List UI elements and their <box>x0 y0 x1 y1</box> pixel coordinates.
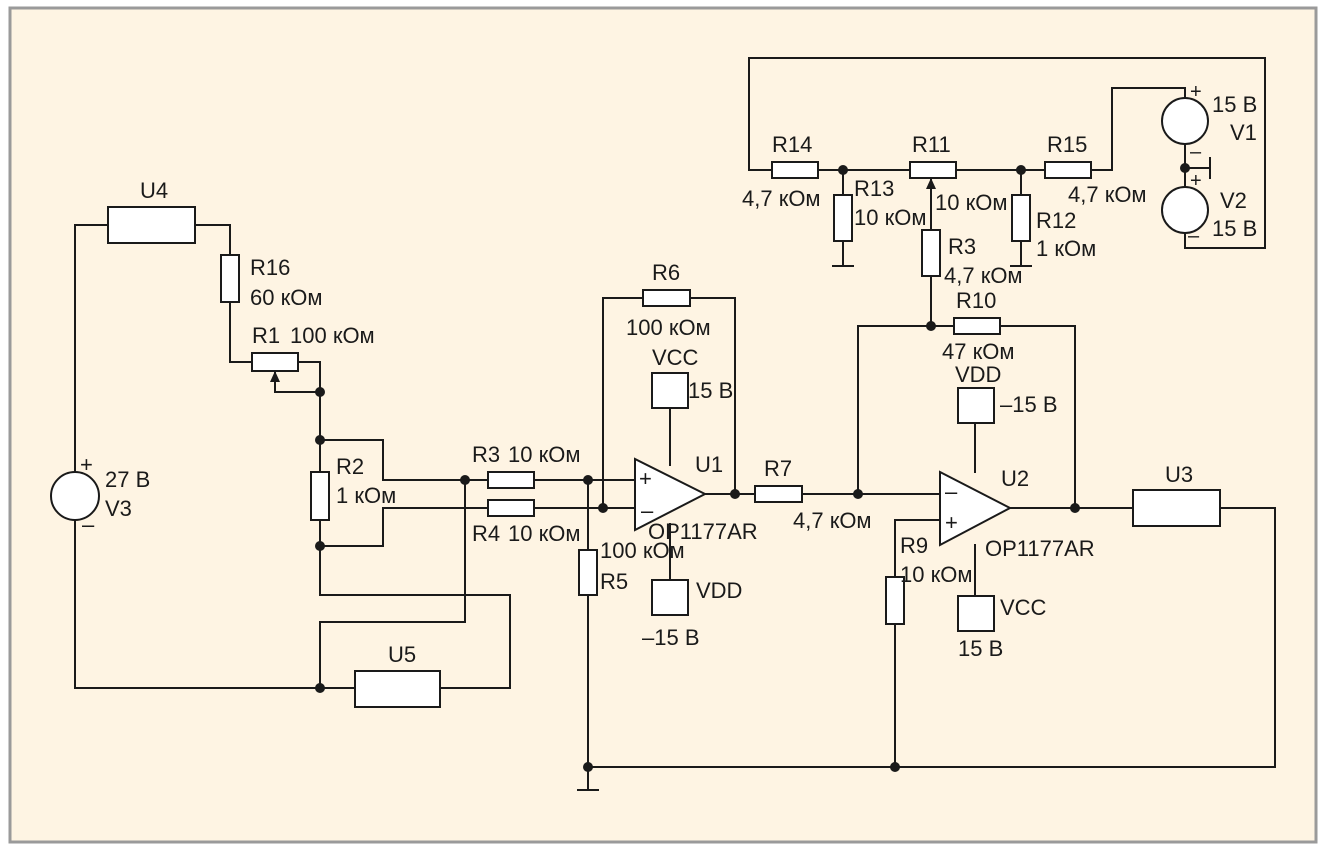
v3-plus-sign: + <box>80 452 93 477</box>
v1-plus-sign: + <box>1190 81 1202 103</box>
v3-voltage-source <box>50 471 100 521</box>
r1-potentiometer <box>251 352 299 372</box>
u1-label: U1 <box>695 452 723 477</box>
vdd2-supply-box <box>957 387 995 424</box>
v1-value: 15 В <box>1212 92 1257 117</box>
r16-resistor <box>220 254 240 303</box>
diagram-frame <box>8 6 1318 844</box>
vdd1-label: VDD <box>696 578 742 603</box>
r2-value: 1 кОм <box>336 483 396 508</box>
v1-label: V1 <box>1230 120 1257 145</box>
r9-resistor <box>885 576 905 625</box>
r4-value: 10 кОм <box>508 521 580 546</box>
v2-voltage-source <box>1161 186 1209 234</box>
r3-input-value: 10 кОм <box>508 442 580 467</box>
r3-top-value: 4,7 кОм <box>944 263 1023 288</box>
r13-resistor <box>833 194 853 242</box>
r5-value: 100 кОм <box>600 538 685 563</box>
r4-label: R4 <box>472 521 500 546</box>
r5-resistor <box>578 549 598 596</box>
r10-label: R10 <box>956 288 996 313</box>
v1-minus-sign: – <box>1190 141 1202 163</box>
v1-voltage-source <box>1161 97 1209 145</box>
r16-value: 60 кОм <box>250 285 322 310</box>
r3-top-resistor <box>921 229 941 277</box>
u2-plus-sign: + <box>945 510 958 535</box>
v2-value: 15 В <box>1212 216 1257 241</box>
r11-label: R11 <box>912 132 951 157</box>
r12-value: 1 кОм <box>1036 236 1096 261</box>
r1-wiper-arrow <box>270 371 280 382</box>
r14-resistor <box>771 161 819 179</box>
r6-value: 100 кОм <box>626 315 711 340</box>
u5-block <box>354 670 441 708</box>
r11-potentiometer <box>909 161 957 179</box>
r4-resistor <box>487 499 535 517</box>
u4-block <box>107 206 196 244</box>
r10-value: 47 кОм <box>942 339 1014 364</box>
r16-label: R16 <box>250 255 290 280</box>
u1-minus-sign: – <box>641 498 654 523</box>
r3-top-label: R3 <box>948 234 976 259</box>
r1-label: R1 <box>252 323 280 348</box>
v3-minus-sign: – <box>82 512 95 537</box>
r2-label: R2 <box>336 454 364 479</box>
vcc2-supply-box <box>957 595 995 632</box>
r6-label: R6 <box>652 260 680 285</box>
v2-minus-sign: – <box>1188 225 1200 247</box>
u1-opamp <box>634 457 708 532</box>
r13-value: 10 кОм <box>854 205 926 230</box>
vcc2-value: 15 В <box>958 636 1003 661</box>
r11-wiper-arrow <box>926 178 936 189</box>
r10-resistor <box>953 317 1001 335</box>
u2-minus-sign: – <box>945 479 958 504</box>
u2-part-number: OP1177AR <box>985 536 1095 561</box>
r5-label: R5 <box>600 569 628 594</box>
v2-plus-sign: + <box>1190 170 1202 192</box>
r3-input-resistor <box>487 471 535 489</box>
vcc2-label: VCC <box>1000 595 1047 620</box>
vdd2-value: –15 В <box>1000 392 1058 417</box>
vdd2-label: VDD <box>955 362 1001 387</box>
vdd1-supply-box <box>651 579 689 616</box>
u5-label: U5 <box>388 642 416 667</box>
u2-label: U2 <box>1001 466 1029 491</box>
vcc1-label: VCC <box>652 345 699 370</box>
r14-label: R14 <box>772 132 812 157</box>
vcc1-supply-box <box>651 372 689 409</box>
r14-value: 4,7 кОм <box>742 186 821 211</box>
u3-label: U3 <box>1165 462 1193 487</box>
r13-label: R13 <box>854 176 894 201</box>
r3-input-label: R3 <box>472 442 500 467</box>
r9-value: 10 кОм <box>900 562 972 587</box>
u4-label: U4 <box>140 178 168 203</box>
v2-label: V2 <box>1220 188 1247 213</box>
v3-label: V3 <box>105 496 132 521</box>
u1-part-number: OP1177AR <box>648 519 758 544</box>
vdd1-value: –15 В <box>642 625 700 650</box>
junction-dots <box>315 163 1190 772</box>
vcc1-value: 15 В <box>688 378 733 403</box>
r11-value: 10 кОм <box>935 190 1007 215</box>
r7-value: 4,7 кОм <box>793 508 872 533</box>
v3-value: 27 В <box>105 467 150 492</box>
r2-resistor <box>310 471 330 521</box>
r12-resistor <box>1011 194 1031 242</box>
r15-resistor <box>1044 161 1092 179</box>
r7-label: R7 <box>764 456 792 481</box>
u3-block <box>1132 489 1221 527</box>
r1-value: 100 кОм <box>290 323 375 348</box>
r15-label: R15 <box>1047 132 1087 157</box>
r9-label: R9 <box>900 533 928 558</box>
r12-label: R12 <box>1036 208 1076 233</box>
r6-resistor <box>642 289 691 307</box>
u1-plus-sign: + <box>639 466 652 491</box>
r15-value: 4,7 кОм <box>1068 182 1147 207</box>
r7-resistor <box>754 485 803 503</box>
u2-opamp <box>939 470 1013 547</box>
